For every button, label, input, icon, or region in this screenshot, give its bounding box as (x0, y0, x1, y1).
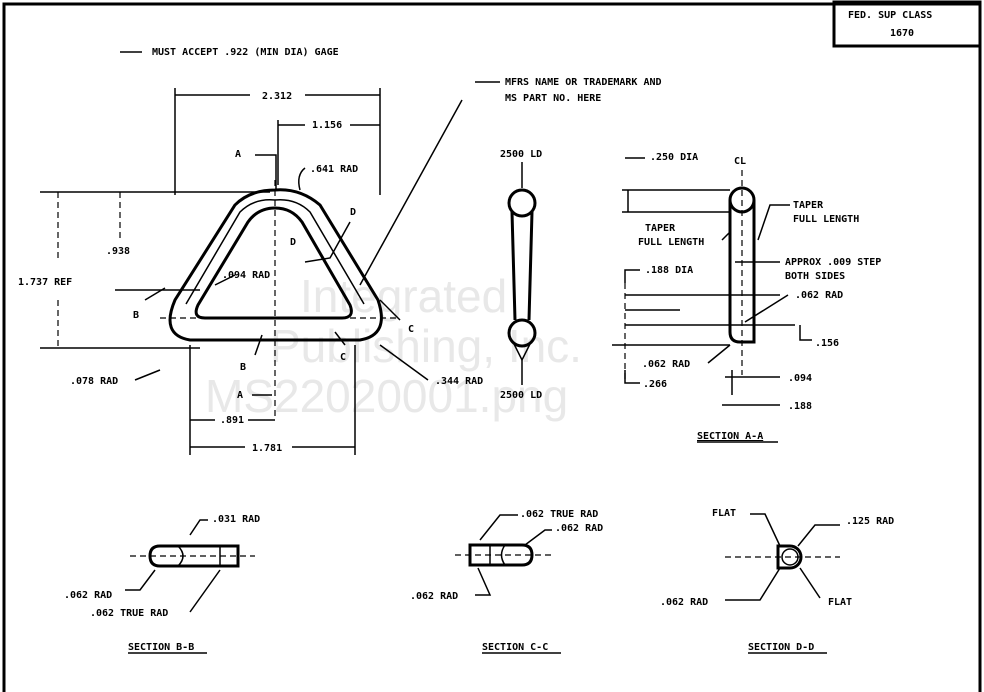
dim-2312: 2.312 (262, 91, 292, 102)
dim-266: .266 (643, 379, 667, 390)
true-rad-cc: .062 TRUE RAD (520, 509, 598, 520)
approx-step-1: APPROX .009 STEP (785, 257, 881, 268)
gage-note: MUST ACCEPT .922 (MIN DIA) GAGE (152, 47, 339, 58)
title-block-class-label: FED. SUP CLASS (848, 10, 932, 21)
watermark-line-2: Publishing, Inc. (270, 320, 582, 372)
taper-right-1: TAPER (793, 200, 824, 211)
section-a-label-top: A (235, 149, 241, 160)
section-dd-title: SECTION D-D (748, 642, 814, 653)
rad-062-cc-left: .062 RAD (410, 591, 458, 602)
section-bb-shape (148, 544, 240, 568)
rad-344: .344 RAD (435, 376, 483, 387)
taper-left-2: FULL LENGTH (638, 237, 704, 248)
title-block-class-number: 1670 (890, 28, 914, 39)
flat-bottom: FLAT (828, 597, 852, 608)
true-rad-bb: .062 TRUE RAD (90, 608, 168, 619)
mfr-leader (359, 99, 463, 286)
dim-188: .188 (788, 401, 812, 412)
dim-1156: 1.156 (312, 120, 342, 131)
dia-188: .188 DIA (645, 265, 693, 276)
dim-1781: 1.781 (252, 443, 282, 454)
taper-left-1: TAPER (645, 223, 676, 234)
rad-125: .125 RAD (846, 516, 894, 527)
section-b-label-bottom: B (240, 362, 246, 373)
section-d-label-2: D (350, 207, 356, 218)
section-b-label-left: B (133, 310, 139, 321)
rad-062-dd: .062 RAD (660, 597, 708, 608)
dia-250: .250 DIA (650, 152, 698, 163)
approx-step-2: BOTH SIDES (785, 271, 845, 282)
section-cc-title: SECTION C-C (482, 642, 548, 653)
flat-top: FLAT (712, 508, 736, 519)
rad-062-cc-top: .062 RAD (555, 523, 603, 534)
dim-891: .891 (220, 415, 244, 426)
mfr-note-line-2: MS PART NO. HERE (505, 93, 601, 104)
section-c-label-bottom: C (340, 352, 346, 363)
taper-right-2: FULL LENGTH (793, 214, 859, 225)
side-view-top-section (507, 188, 537, 218)
rad-094: .094 RAD (222, 270, 270, 281)
centerline-symbol: CL (734, 156, 746, 167)
side-view-top-label: 2500 LD (500, 149, 542, 160)
section-d-label-1: D (290, 237, 296, 248)
title-block (832, 0, 982, 48)
section-cc-shape (468, 543, 534, 567)
watermark-line-3: MS22020001.png (205, 370, 568, 422)
section-a-label-bottom: A (237, 390, 243, 401)
mfr-note-line-1: MFRS NAME OR TRADEMARK AND (505, 77, 662, 88)
rad-031: .031 RAD (212, 514, 260, 525)
section-aa-title: SECTION A-A (697, 431, 763, 442)
section-c-label-right: C (408, 324, 414, 335)
section-dd-shape (776, 544, 803, 570)
side-view-bottom-label: 2500 LD (500, 390, 542, 401)
rad-062-aa-bottom: .062 RAD (642, 359, 690, 370)
section-aa-body (728, 200, 756, 344)
side-view-body (510, 211, 534, 321)
rad-062-bb: .062 RAD (64, 590, 112, 601)
dim-094: .094 (788, 373, 812, 384)
dim-938: .938 (106, 246, 130, 257)
rad-641: .641 RAD (310, 164, 358, 175)
rad-062-aa-top: .062 RAD (795, 290, 843, 301)
dim-156: .156 (815, 338, 839, 349)
rad-078: .078 RAD (70, 376, 118, 387)
section-bb-title: SECTION B-B (128, 642, 194, 653)
watermark-line-1: Integrated (300, 270, 507, 322)
dim-1737-ref: 1.737 REF (18, 277, 72, 288)
